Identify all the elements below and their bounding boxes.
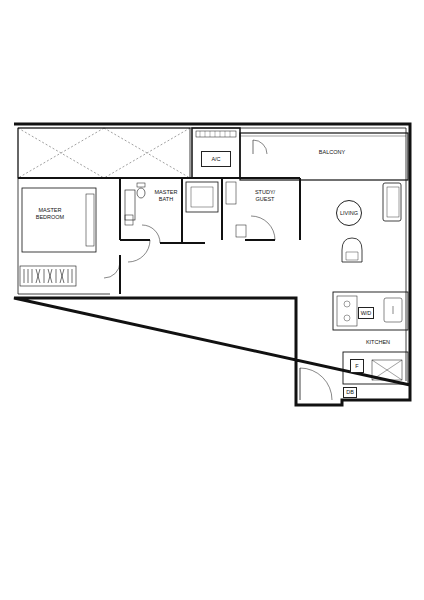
hob	[337, 296, 357, 326]
vanity	[125, 190, 135, 220]
outer-wall-inner-face	[18, 128, 406, 381]
interior-wall	[120, 240, 275, 243]
study-door-swing	[251, 216, 275, 240]
outer-wall	[14, 124, 410, 405]
room-label: BALCONY	[312, 149, 352, 156]
wardrobe-hangers	[24, 269, 72, 283]
distribution-board-box: DB	[343, 387, 357, 398]
store-cross	[372, 360, 402, 380]
ac-grille-bars	[200, 131, 230, 137]
sofa	[383, 183, 401, 221]
bedroom-door-swing	[104, 262, 120, 278]
fridge-box: F	[350, 359, 364, 373]
interior-wall	[18, 177, 300, 179]
store	[372, 360, 402, 380]
toilet	[137, 188, 145, 198]
room-label: MASTER BATH	[151, 189, 181, 202]
hob-ring	[344, 315, 350, 321]
balcony-rail	[240, 136, 406, 137]
room-label: MASTER BEDROOM	[30, 207, 70, 220]
walls	[14, 124, 410, 405]
node-text: LIVING	[340, 210, 358, 216]
node-text: F	[355, 363, 358, 369]
armchair	[342, 238, 362, 262]
bed-pillows	[86, 194, 94, 246]
outer-wall-inner-face	[18, 128, 110, 294]
window-band	[18, 128, 190, 178]
balcony-door	[253, 140, 254, 154]
room-label: STUDY/ GUEST	[250, 189, 280, 202]
door-swing	[142, 225, 160, 243]
balcony-door-swing	[253, 140, 267, 154]
room-label: KITCHEN	[358, 339, 398, 346]
entrance-door-swing	[300, 368, 332, 400]
basin	[125, 215, 133, 225]
interior-wall	[119, 255, 121, 294]
node-text: DB	[346, 389, 354, 395]
node-text: W/D	[361, 310, 372, 316]
hob-ring	[344, 301, 350, 307]
ac-grille	[196, 131, 236, 137]
bath-door-swing	[128, 240, 150, 262]
bed	[22, 188, 96, 252]
entrance-door	[300, 368, 301, 400]
ac-unit-box: A/C	[201, 151, 231, 167]
node-text: A/C	[211, 156, 220, 162]
wardrobe	[20, 266, 76, 286]
armchair-seat	[346, 252, 358, 260]
study-cabinet	[236, 225, 246, 237]
sofa-cushion	[387, 187, 399, 217]
tap	[393, 306, 394, 314]
washer-dryer-box: W/D	[358, 307, 375, 319]
kitchen-cabinet	[343, 352, 408, 384]
balcony-outline	[240, 133, 408, 180]
shower-tray	[191, 187, 213, 207]
interior-wall	[120, 178, 300, 243]
toilet-tank	[137, 183, 145, 187]
living-circle: LIVING	[336, 200, 362, 226]
window-cross	[18, 128, 190, 178]
ac-ledge	[192, 128, 240, 178]
sink	[384, 298, 402, 322]
kitchen-counter	[333, 292, 408, 330]
study-desk	[226, 182, 236, 204]
shower	[186, 182, 218, 212]
